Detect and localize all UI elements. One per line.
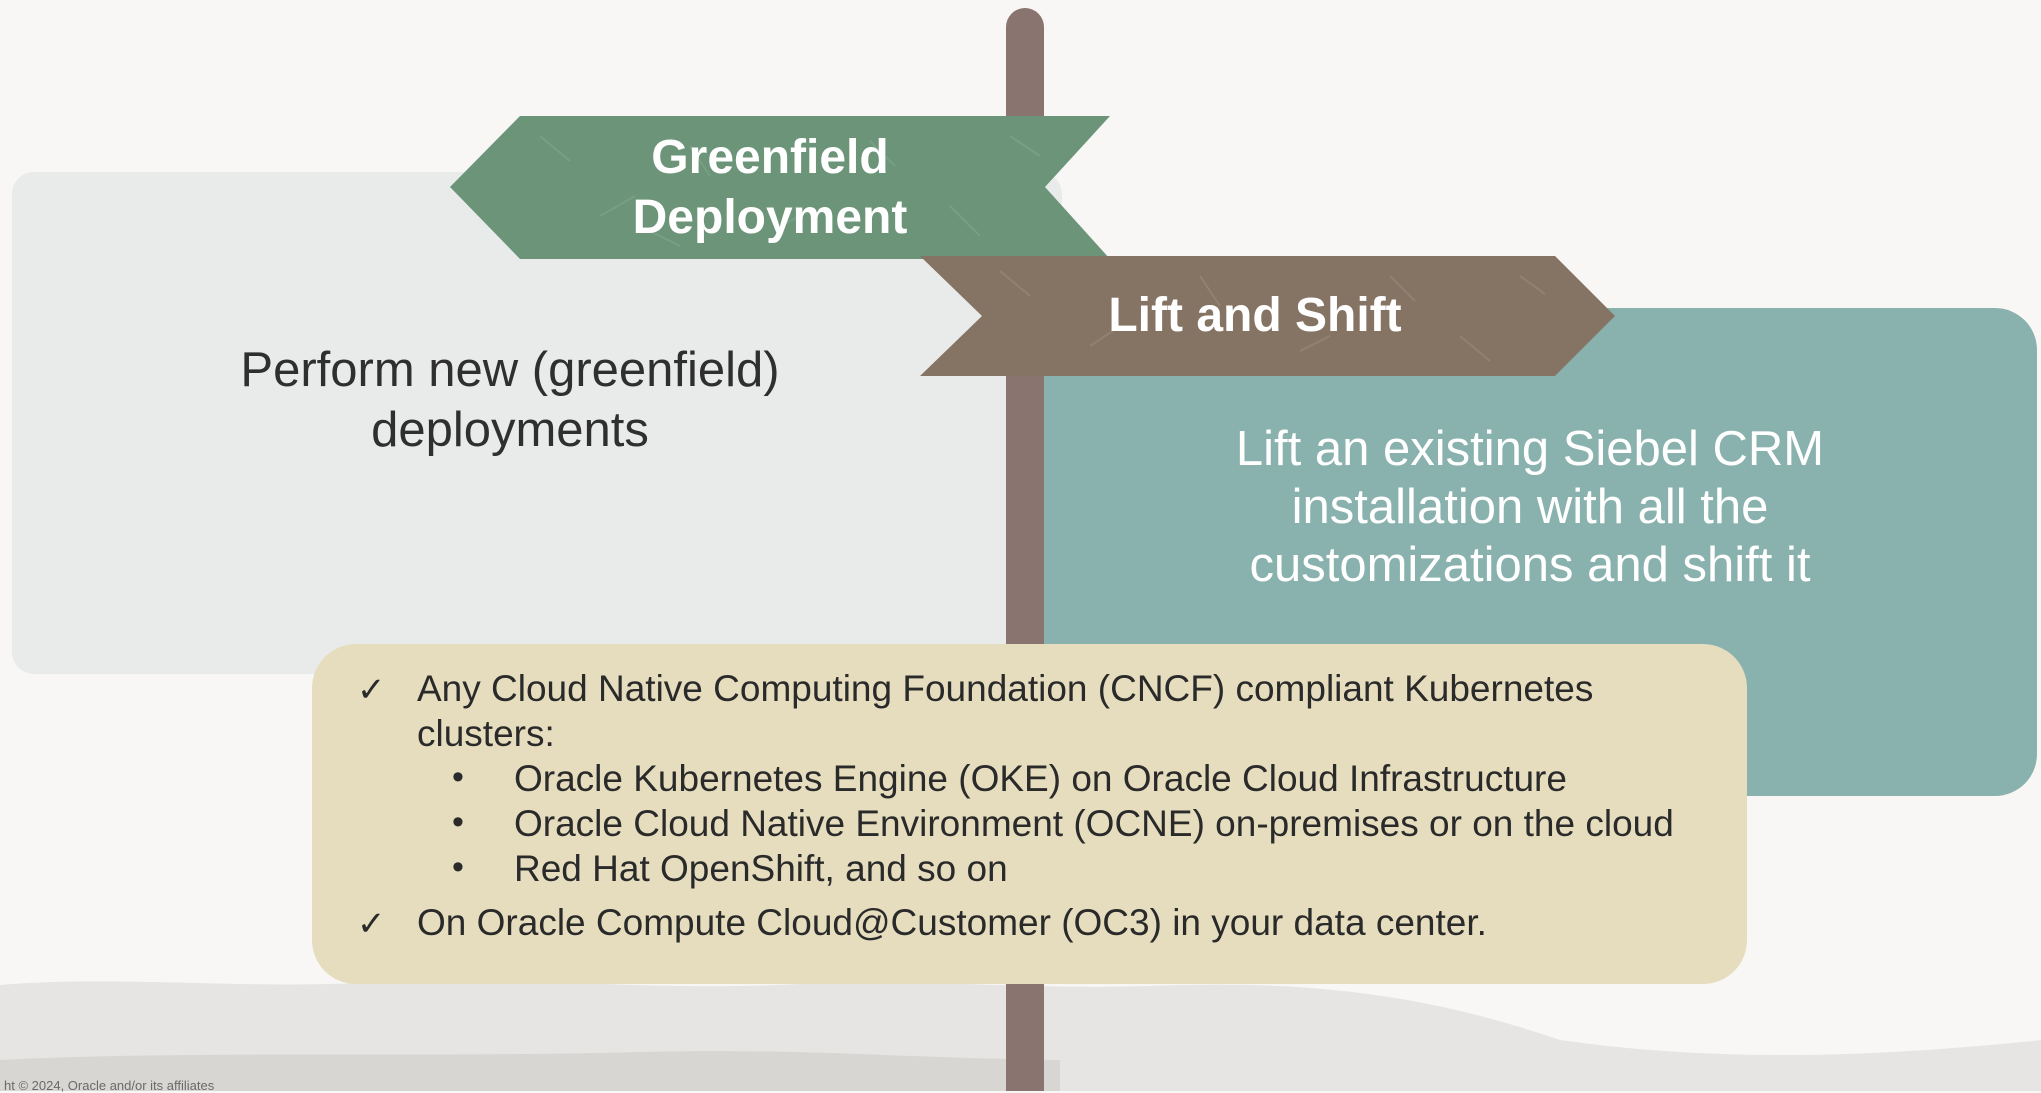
lift-and-shift-sign: Lift and Shift bbox=[920, 256, 1615, 376]
lift-and-shift-sign-label: Lift and Shift bbox=[1108, 289, 1402, 342]
greenfield-description-line2: deployments bbox=[371, 403, 649, 457]
greenfield-description: Perform new (greenfield) deployments bbox=[130, 340, 890, 460]
bullet-icon: • bbox=[452, 803, 464, 841]
lift-and-shift-description-line3: customizations and shift it bbox=[1249, 538, 1811, 592]
lift-and-shift-description: Lift an existing Siebel CRM installation… bbox=[1150, 420, 1910, 594]
check-item-cncf: Any Cloud Native Computing Foundation (C… bbox=[417, 666, 1677, 756]
greenfield-description-line1: Perform new (greenfield) bbox=[240, 343, 780, 397]
deployment-targets-box: ✓ Any Cloud Native Computing Foundation … bbox=[312, 644, 1747, 984]
bullet-item-ocne: Oracle Cloud Native Environment (OCNE) o… bbox=[514, 803, 1674, 844]
greenfield-sign: Greenfield Deployment bbox=[450, 116, 1110, 259]
greenfield-sign-label-line1: Greenfield bbox=[651, 130, 889, 184]
lift-and-shift-description-line2: installation with all the bbox=[1291, 480, 1769, 534]
check-item-oc3: On Oracle Compute Cloud@Customer (OC3) i… bbox=[417, 902, 1487, 943]
bullet-icon: • bbox=[452, 848, 464, 886]
bullet-item-openshift: Red Hat OpenShift, and so on bbox=[514, 848, 1008, 889]
check-icon: ✓ bbox=[357, 671, 386, 709]
check-icon: ✓ bbox=[357, 905, 386, 943]
bullet-item-oke: Oracle Kubernetes Engine (OKE) on Oracle… bbox=[514, 758, 1567, 799]
copyright-footer: ht © 2024, Oracle and/or its affiliates bbox=[4, 1078, 215, 1093]
greenfield-sign-label-line2: Deployment bbox=[632, 190, 908, 244]
check-item-cncf-line1: Any Cloud Native Computing Foundation (C… bbox=[417, 668, 1594, 709]
lift-and-shift-description-line1: Lift an existing Siebel CRM bbox=[1235, 422, 1825, 476]
check-item-cncf-line2: clusters: bbox=[417, 713, 555, 754]
bullet-icon: • bbox=[452, 758, 464, 796]
